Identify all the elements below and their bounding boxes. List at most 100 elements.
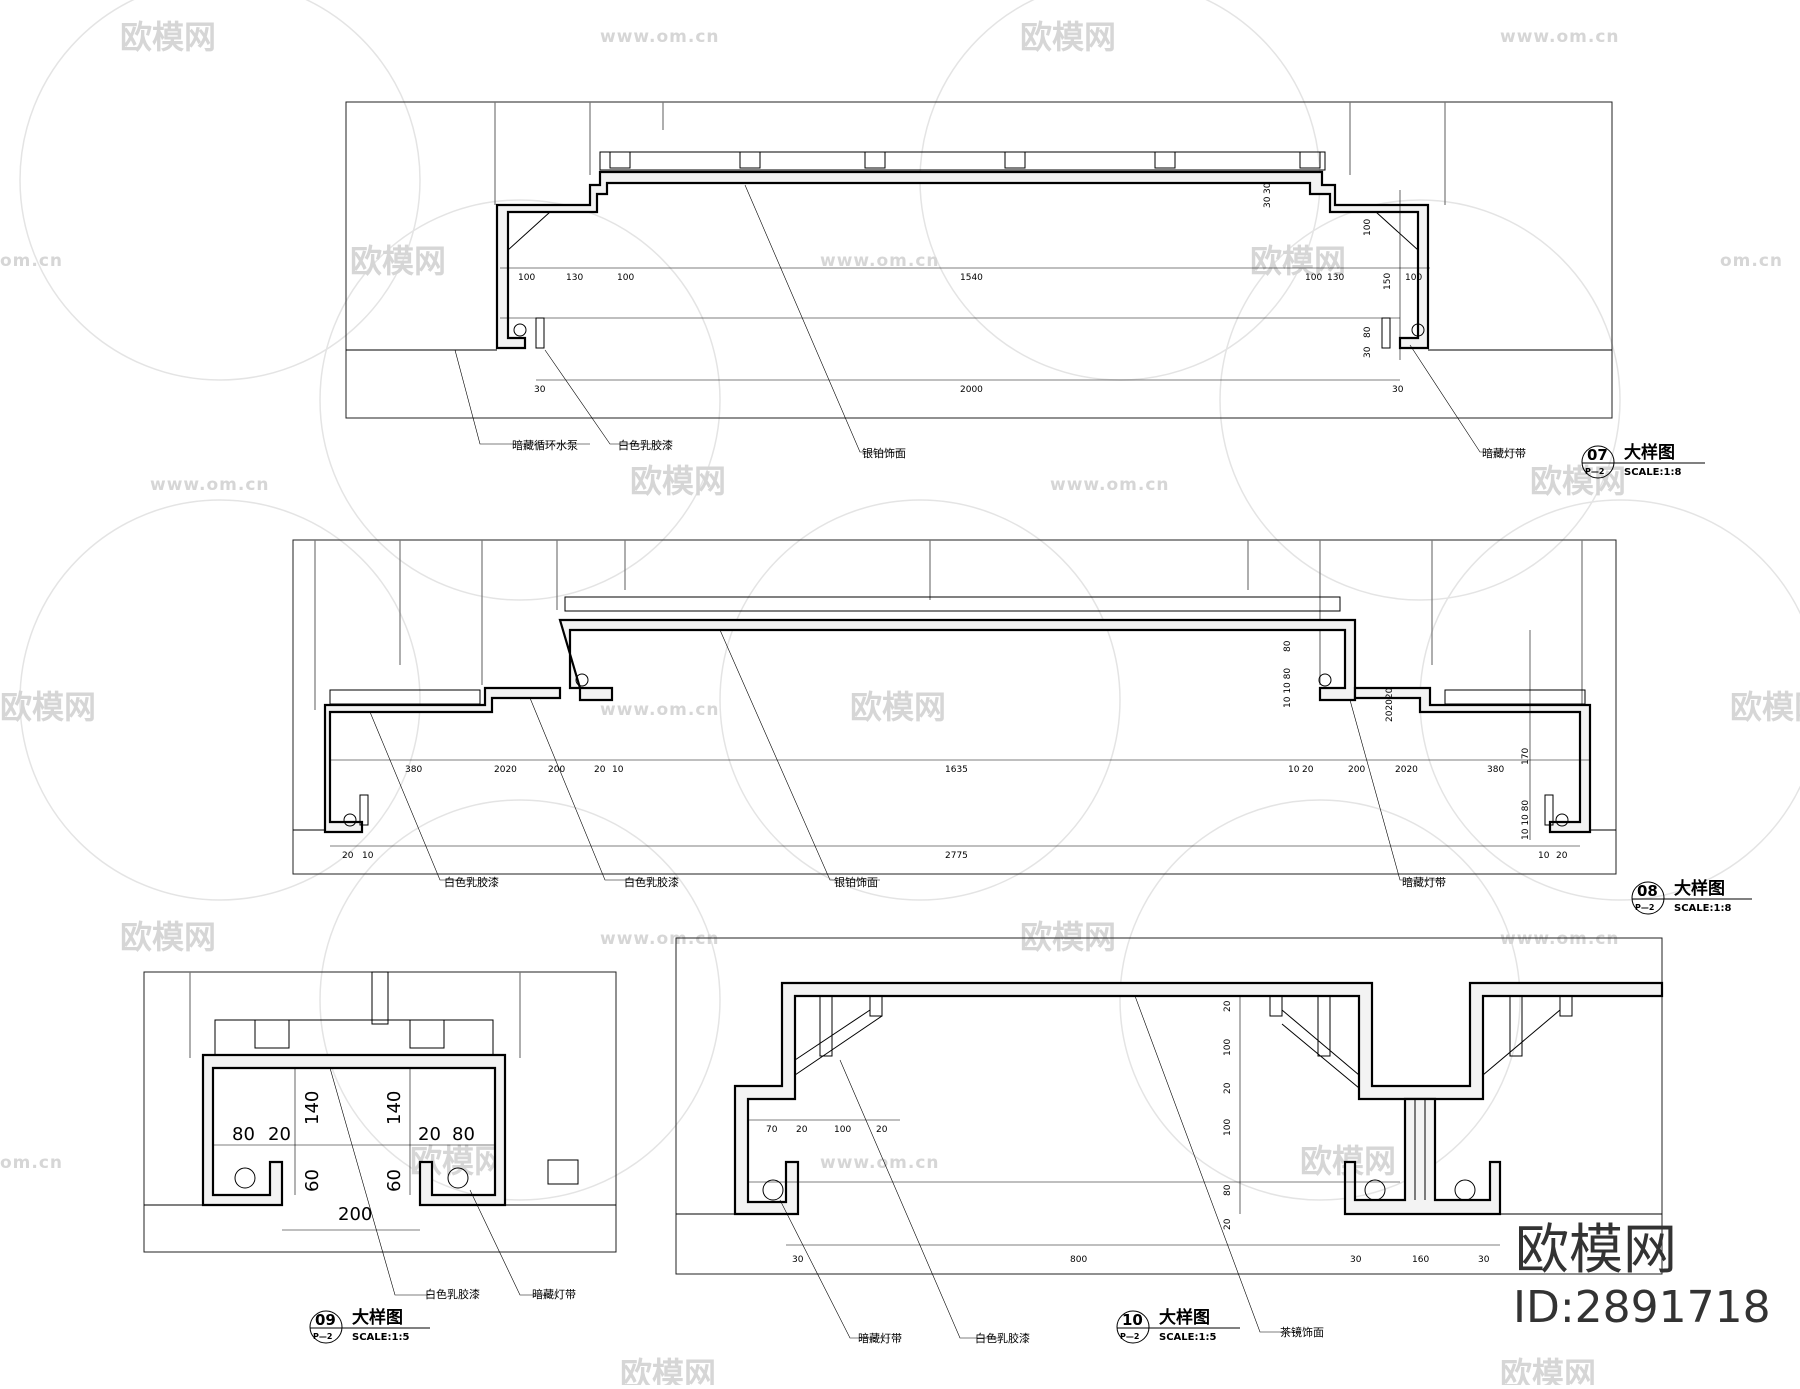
watermark-brand: 欧模网 xyxy=(1250,242,1346,280)
dim-label: 80 xyxy=(452,1124,475,1145)
detail-07-title-block: 07 P—2 大样图 SCALE:1:8 xyxy=(1581,442,1705,479)
dim-label: 10 10 80 xyxy=(1283,668,1293,708)
dim-label: 160 xyxy=(1412,1255,1429,1265)
dim-label: 100 xyxy=(1223,1119,1233,1136)
callout-label: 暗藏循环水泵 xyxy=(512,438,578,452)
detail-10-ceiling-section xyxy=(733,981,1664,1216)
detail-10: 70 20 100 20 20 100 20 100 80 20 30 800 … xyxy=(675,937,1664,1345)
sheet-ref: P—2 xyxy=(1635,903,1654,912)
detail-08-dimension-lines xyxy=(330,630,1590,847)
dim-label: 100 xyxy=(617,273,634,283)
dim-label: 100 xyxy=(1305,273,1322,283)
detail-07-bottom-dimensions: 30 2000 30 xyxy=(534,385,1404,395)
dim-label: 30 xyxy=(1478,1255,1490,1265)
dim-label: 130 xyxy=(566,273,583,283)
callout-label: 暗藏灯带 xyxy=(1402,875,1446,889)
detail-07-material-labels: 暗藏循环水泵 白色乳胶漆 银铂饰面 暗藏灯带 xyxy=(512,438,1526,460)
detail-09-dimensions: 80 20 140 140 20 80 60 60 200 xyxy=(232,1091,475,1225)
detail-08-frame xyxy=(292,539,1617,875)
dim-label: 2000 xyxy=(960,385,983,395)
dim-label: 20 xyxy=(594,765,606,775)
detail-10-bottom-dimensions: 30 800 30 160 30 xyxy=(792,1255,1490,1265)
callout-label: 白色乳胶漆 xyxy=(425,1287,480,1301)
watermark-url: www.om.cn xyxy=(600,27,720,47)
dim-label: 20 xyxy=(1223,1218,1233,1230)
watermark-url: www.om.cn xyxy=(1500,929,1620,949)
dim-label: 60 xyxy=(302,1169,323,1192)
watermark-url: www.om.cn xyxy=(1050,475,1170,495)
dim-label: 200 xyxy=(1348,765,1365,775)
detail-09-title-block: 09 P—2 大样图 SCALE:1:5 xyxy=(309,1307,430,1344)
detail-07-ceiling-section xyxy=(495,170,1430,350)
dim-label: 200 xyxy=(338,1204,372,1225)
watermark-url: om.cn xyxy=(1720,251,1783,271)
detail-10-leaders xyxy=(779,995,1300,1339)
dim-label: 70 xyxy=(766,1125,778,1135)
detail-title: 大样图 xyxy=(1159,1307,1210,1328)
dim-label: 80 xyxy=(1363,326,1373,338)
dim-label: 140 xyxy=(302,1091,323,1125)
detail-09-hanger-rod xyxy=(371,971,389,1025)
dim-label: 30 xyxy=(1363,346,1373,358)
dim-label: 30 xyxy=(1263,196,1273,208)
watermark-url: www.om.cn xyxy=(820,251,940,271)
dim-label: 30 xyxy=(1392,385,1404,395)
dim-label: 80 xyxy=(232,1124,255,1145)
detail-10-title-block: 10 P—2 大样图 SCALE:1:5 xyxy=(1116,1307,1240,1344)
watermark-brand: 欧模网 xyxy=(0,688,96,726)
dim-label: 20 xyxy=(796,1125,808,1135)
dim-label: 30 xyxy=(792,1255,804,1265)
dim-label: 170 xyxy=(1521,748,1531,765)
detail-08-leaders xyxy=(369,629,1440,881)
detail-10-right-dimensions: 20 100 20 100 80 20 xyxy=(1223,1000,1233,1230)
detail-09: 80 20 140 140 20 80 60 60 200 白色乳胶漆 暗藏灯带… xyxy=(143,971,617,1344)
detail-08-rail-right xyxy=(1444,689,1586,705)
detail-08-top-dimensions: 380 2020 200 20 10 1635 10 20 200 2020 3… xyxy=(405,765,1504,775)
detail-07: 100 130 100 1540 100 130 100 30 30 100 1… xyxy=(345,101,1705,479)
watermark-brand: 欧模网 xyxy=(120,18,216,56)
dim-label: 20 xyxy=(1302,765,1314,775)
detail-10-material-labels: 暗藏灯带 白色乳胶漆 茶镜饰面 xyxy=(858,1325,1324,1345)
detail-10-braces xyxy=(794,995,1573,1200)
callout-label: 白色乳胶漆 xyxy=(624,875,679,889)
detail-title: 大样图 xyxy=(352,1307,403,1328)
watermark-brand: 欧模网 xyxy=(1730,688,1800,726)
model-id: ID:2891718 xyxy=(1513,1282,1771,1333)
detail-07-frame xyxy=(345,101,1613,419)
detail-09-ceiling-section xyxy=(201,1053,507,1207)
watermark-url: www.om.cn xyxy=(820,1153,940,1173)
watermark-brand: 欧模网 xyxy=(120,918,216,956)
dim-label: 20 xyxy=(268,1124,291,1145)
detail-09-material-labels: 白色乳胶漆 暗藏灯带 xyxy=(425,1287,576,1301)
watermark-url: www.om.cn xyxy=(1500,27,1620,47)
detail-08-material-labels: 白色乳胶漆 白色乳胶漆 银铂饰面 暗藏灯带 xyxy=(444,875,1446,889)
detail-number: 09 xyxy=(315,1311,336,1329)
detail-08-title-block: 08 P—2 大样图 SCALE:1:8 xyxy=(1631,878,1752,915)
callout-label: 暗藏灯带 xyxy=(1482,446,1526,460)
watermark-url: www.om.cn xyxy=(600,700,720,720)
callout-label: 银铂饰面 xyxy=(862,446,906,460)
detail-08: 380 2020 200 20 10 1635 10 20 200 2020 3… xyxy=(292,539,1752,915)
watermark-brand: 欧模网 xyxy=(850,688,946,726)
detail-09-rail xyxy=(214,1019,494,1057)
detail-07-dimension-lines xyxy=(500,190,1430,381)
dim-label: 1540 xyxy=(960,273,983,283)
callout-label: 银铂饰面 xyxy=(834,875,878,889)
detail-09-leaders xyxy=(329,1067,556,1296)
dim-label: 100 xyxy=(834,1125,851,1135)
callout-label: 暗藏灯带 xyxy=(858,1331,902,1345)
watermark-url: om.cn xyxy=(0,251,63,271)
dim-label: 10 xyxy=(612,765,624,775)
detail-title: 大样图 xyxy=(1674,878,1725,899)
dim-label: 100 xyxy=(1223,1039,1233,1056)
dim-label: 20 xyxy=(418,1124,441,1145)
watermark-url: www.om.cn xyxy=(600,929,720,949)
dim-label: 100 xyxy=(1405,273,1422,283)
dim-label: 100 xyxy=(518,273,535,283)
sheet-ref: P—2 xyxy=(1120,1332,1139,1341)
detail-09-dimension-lines xyxy=(213,1068,495,1231)
detail-08-hangers xyxy=(314,540,1583,710)
detail-08-fixtures xyxy=(343,673,1569,827)
detail-07-clips xyxy=(609,151,1321,169)
dim-label: 100 xyxy=(1363,219,1373,236)
